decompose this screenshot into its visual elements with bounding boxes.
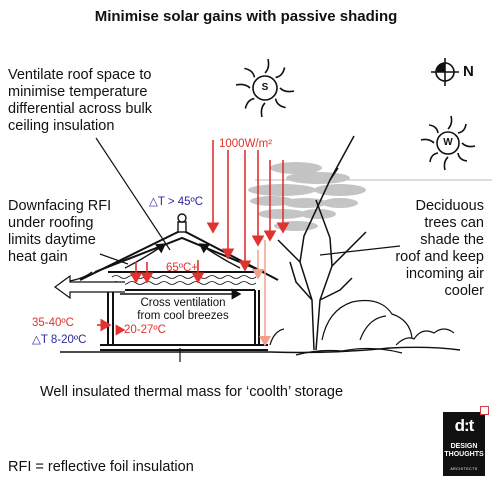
deciduous-line-5: incoming air (405, 266, 484, 282)
ventilate-line-3: differential across bulk (8, 101, 153, 117)
logo-line-2: THOUGHTS (444, 451, 484, 458)
logo-corner (480, 406, 489, 415)
rfi-definition: RFI = reflective foil insulation (8, 459, 194, 475)
filtered-radiation-arrows (252, 240, 271, 347)
deciduous-line-4: roof and keep (395, 249, 484, 265)
rfi-line-3: limits daytime (8, 232, 96, 248)
summer-sun-icon (235, 58, 295, 118)
winter-sun-letter: W (443, 137, 453, 148)
outside-temp-value: 35-40ºC (32, 317, 74, 329)
exhaust-arrow (53, 274, 125, 300)
deciduous-line-2: trees can (424, 215, 484, 231)
rfi-callout-line (99, 253, 129, 265)
ventilate-callout-line (95, 137, 171, 251)
deciduous-callout-line (319, 245, 401, 256)
logo: d:t DESIGN THOUGHTS ARCHITECTS (443, 406, 489, 476)
ventilate-line-4: ceiling insulation (8, 118, 115, 134)
ground-line (60, 346, 461, 354)
logo-line-1: DESIGN (450, 443, 478, 450)
thermal-mass-label: Well insulated thermal mass for ‘coolth’… (40, 384, 344, 400)
delta-roof-value: △T > 45ºC (149, 196, 204, 208)
roof-vent-icon (177, 213, 187, 233)
page-title: Minimise solar gains with passive shadin… (94, 8, 398, 25)
deciduous-line-6: cooler (444, 283, 485, 299)
tree-canopy (248, 162, 366, 231)
ventilate-label: Ventilate roof space to minimise tempera… (8, 67, 152, 135)
inside-temp-value: 20-27ºC (124, 324, 166, 336)
rfi-line-2: under roofing (8, 215, 94, 231)
north-label: N (463, 63, 474, 80)
ceiling-insulation (111, 275, 257, 285)
roof-temp-value: 65ºC+ (166, 262, 199, 274)
rfi-line-4: heat gain (8, 249, 68, 265)
winter-sun-icon (420, 115, 476, 171)
deciduous-label: Deciduous trees can shade the roof and k… (395, 198, 484, 300)
logo-text: DESIGN THOUGHTS (443, 443, 485, 459)
cross-vent-line-1: Cross ventilation (140, 297, 226, 309)
cross-vent-line-2: from cool breezes (137, 310, 229, 322)
compass-icon (431, 58, 459, 86)
solar-radiation-arrows (97, 140, 290, 332)
rfi-line-1: Downfacing RFI (8, 198, 112, 214)
delta-wall-value: △T 8-20ºC (32, 334, 87, 346)
logo-mark: d:t (454, 416, 475, 435)
ventilate-line-1: Ventilate roof space to (8, 67, 152, 83)
rfi-label: Downfacing RFI under roofing limits dayt… (8, 198, 111, 266)
summer-sun-letter: S (261, 82, 269, 93)
deciduous-line-1: Deciduous (415, 198, 484, 214)
deciduous-line-3: shade the (420, 232, 484, 248)
solar-value: 1000W/m² (219, 138, 273, 150)
deciduous-tree (277, 135, 367, 351)
logo-line-3: ARCHITECTS (450, 467, 478, 471)
ventilate-line-2: minimise temperature (8, 84, 148, 100)
cross-vent-label: Cross ventilation from cool breezes (133, 297, 233, 323)
